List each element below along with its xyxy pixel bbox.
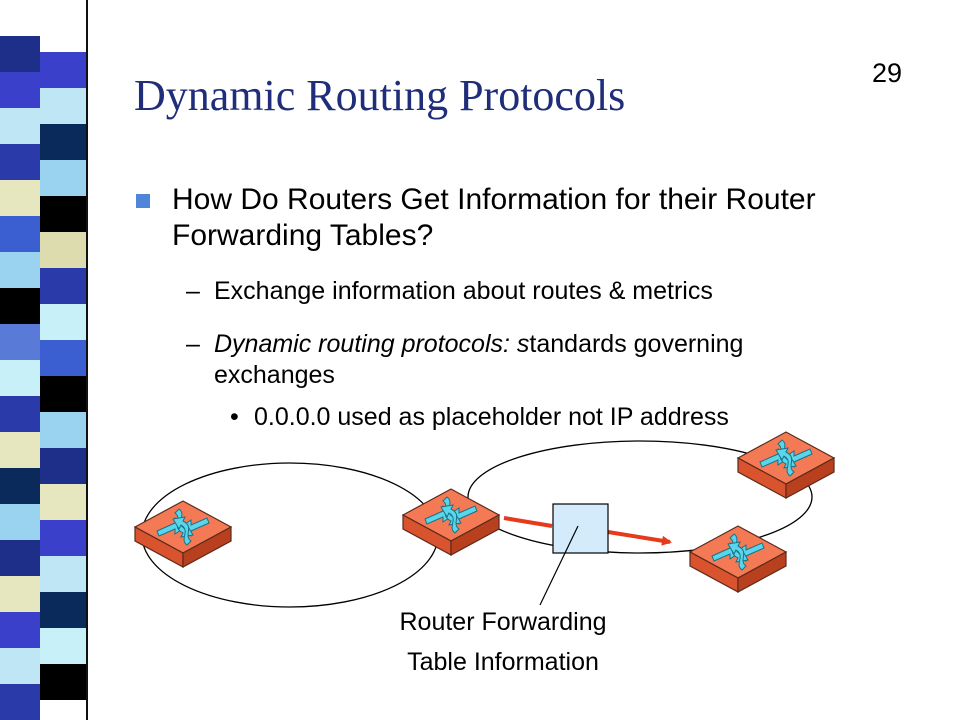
forwarding-table-box [552,503,609,554]
square-bullet-icon [136,194,150,208]
bullet-sub-1-text: Exchange information about routes & metr… [214,277,713,305]
dash-bullet-icon: – [186,277,200,305]
dot-bullet-icon: • [230,403,239,431]
stripe-block [40,268,88,304]
stripe-block [40,88,88,124]
flow-arrow-segment-left [503,516,553,528]
router-icon [689,525,787,593]
stripe-block [0,540,40,576]
stripe-block [0,396,40,432]
bullet-sub-2-rest: tandards governing exchanges [214,330,744,389]
stripe-block [0,72,40,108]
stripe-block [40,664,88,700]
stripe-block [0,216,40,252]
stripe-block [40,484,88,520]
stripe-block [40,376,88,412]
bullet-main: How Do Routers Get Information for their… [132,182,852,254]
stripe-block [0,468,40,504]
stripe-block [0,0,40,36]
slide-title: Dynamic Routing Protocols [134,71,626,120]
stripe-block [40,628,88,664]
stripe-block [0,108,40,144]
network-right-ellipse [467,440,813,554]
stripe-block [40,412,88,448]
stripe-block [0,432,40,468]
bullet-sub-3-text: 0.0.0.0 used as placeholder not IP addre… [254,403,729,431]
stripe-block [40,124,88,160]
stripe-block [0,576,40,612]
stripe-block [40,160,88,196]
stripe-block [40,340,88,376]
stripe-block [40,16,88,52]
slide-number: 29 [872,58,903,88]
stripe-block [0,144,40,180]
stripe-block [40,592,88,628]
router-icon [737,431,835,499]
stripe-block [40,556,88,592]
caption-line-2: Table Information [407,648,599,676]
stripe-block [0,504,40,540]
bullet-sub-1: – Exchange information about routes & me… [186,276,866,307]
caption-line-1: Router Forwarding [399,608,607,636]
stripe-block [40,304,88,340]
flow-arrow-segment-right [607,530,672,546]
callout-line [539,525,579,606]
stripe-block [0,684,40,720]
stripe-block [0,360,40,396]
dash-bullet-icon: – [186,330,200,358]
stripe-block [40,196,88,232]
bullet-sub-2-text: Dynamic routing protocols: standards gov… [214,329,866,391]
stripe-block [40,520,88,556]
decorative-stripe [0,0,110,720]
bullet-sub-2: – Dynamic routing protocols: standards g… [186,329,866,391]
bullet-sub-2-italic: Dynamic routing protocols: s [214,330,530,358]
stripe-block [40,232,88,268]
stripe-block [0,648,40,684]
bullet-sub-3: • 0.0.0.0 used as placeholder not IP add… [230,402,880,433]
stripe-block [40,700,88,720]
stripe-block [0,36,40,72]
diagram-caption: Router Forwarding Table Information [360,602,646,682]
stripe-block [0,252,40,288]
stripe-block [0,180,40,216]
stripe-block [0,288,40,324]
stripe-block [0,324,40,360]
stripe-block [40,52,88,88]
stripe-block [0,612,40,648]
bullet-main-text: How Do Routers Get Information for their… [172,183,816,252]
stripe-block [40,448,88,484]
